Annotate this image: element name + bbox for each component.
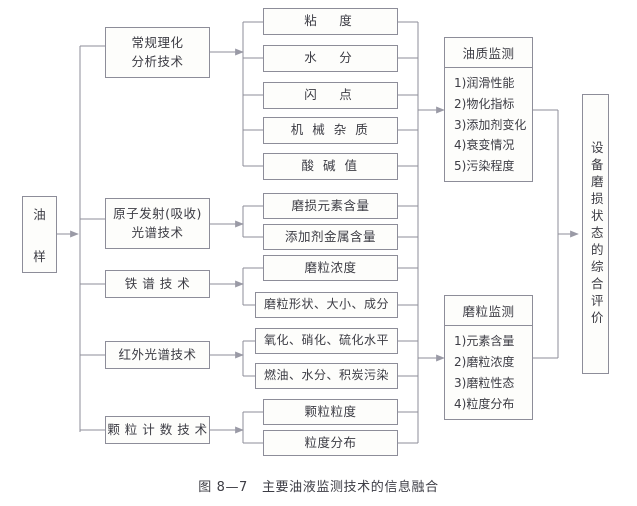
panel-title-oil-quality: 油质监测 — [445, 38, 532, 68]
panel-items-oil-quality: 1)润滑性能 2)物化指标 3)添加剂变化 4)衰变情况 5)污染程度 — [445, 68, 532, 181]
source-box-oil-sample: 油 样 — [22, 196, 57, 273]
parameter-label-mechanical-impurity: 机 械 杂 质 — [290, 122, 371, 138]
technique-box-conventional: 常规理化 分析技术 — [105, 27, 210, 78]
oil-quality-item-5: 5)污染程度 — [454, 158, 515, 173]
figure-caption: 图 8—7 主要油液监测技术的信息融合 — [0, 476, 637, 495]
parameter-box-particle-size: 颗粒粒度 — [263, 399, 398, 425]
technique-label-conventional-line2: 分析技术 — [131, 53, 184, 69]
wear-particle-item-3: 3)磨粒性态 — [454, 375, 515, 390]
parameter-label-fuel-water-soot-contamination: 燃油、水分、积炭污染 — [263, 368, 389, 383]
technique-box-atomic-spectrum: 原子发射(吸收) 光谱技术 — [105, 198, 210, 249]
parameter-label-flash-point: 闪 点 — [304, 87, 357, 103]
wear-particle-item-2: 2)磨粒浓度 — [454, 355, 515, 370]
parameter-box-flash-point: 闪 点 — [263, 82, 398, 109]
parameter-label-acid-base-value: 酸 碱 值 — [301, 158, 360, 174]
figure-number: 图 8—7 — [198, 480, 248, 495]
technique-label-atomic-line1: 原子发射(吸收) — [113, 206, 202, 222]
parameter-box-fuel-water-soot-contamination: 燃油、水分、积炭污染 — [255, 363, 398, 389]
technique-box-particle-count: 颗 粒 计 数 技 术 — [105, 416, 210, 444]
oil-quality-item-4: 4)衰变情况 — [454, 138, 515, 153]
parameter-label-oxidation-nitration-sulfation: 氧化、硝化、硫化水平 — [263, 333, 389, 348]
parameter-box-viscosity: 粘 度 — [263, 8, 398, 35]
parameter-label-water-content: 水 分 — [304, 50, 357, 66]
parameter-label-additive-metal-content: 添加剂金属含量 — [284, 228, 376, 244]
parameter-box-oxidation-nitration-sulfation: 氧化、硝化、硫化水平 — [255, 328, 398, 354]
parameter-box-particle-concentration: 磨粒浓度 — [263, 255, 398, 281]
technique-label-particle-count: 颗 粒 计 数 技 术 — [107, 421, 208, 437]
parameter-box-water-content: 水 分 — [263, 45, 398, 72]
parameter-label-particle-concentration: 磨粒浓度 — [304, 259, 357, 275]
technique-box-ferrography: 铁 谱 技 术 — [105, 270, 210, 298]
parameter-box-additive-metal-content: 添加剂金属含量 — [263, 224, 398, 250]
parameter-box-size-distribution: 粒度分布 — [263, 430, 398, 456]
oil-quality-item-2: 2)物化指标 — [454, 96, 515, 111]
technique-label-conventional-line1: 常规理化 — [131, 35, 184, 51]
oil-quality-item-1: 1)润滑性能 — [454, 76, 515, 91]
figure-caption-text: 主要油液监测技术的信息融合 — [261, 480, 439, 495]
parameter-label-particle-shape-size-composition: 磨粒形状、大小、成分 — [263, 297, 389, 312]
source-label-line1: 油 — [33, 207, 46, 222]
source-label-line2: 样 — [33, 249, 46, 264]
parameter-label-particle-size: 颗粒粒度 — [304, 403, 357, 419]
oil-quality-item-3: 3)添加剂变化 — [454, 117, 527, 132]
panel-oil-quality-monitoring: 油质监测 1)润滑性能 2)物化指标 3)添加剂变化 4)衰变情况 5)污染程度 — [444, 37, 533, 182]
wear-particle-item-1: 1)元素含量 — [454, 334, 515, 349]
panel-title-wear-particle: 磨粒监测 — [445, 296, 532, 326]
evaluation-label: 设备磨损状态的综合评价 — [588, 140, 604, 328]
parameter-label-size-distribution: 粒度分布 — [304, 434, 357, 450]
parameter-box-wear-element-content: 磨损元素含量 — [263, 193, 398, 219]
parameter-box-particle-shape-size-composition: 磨粒形状、大小、成分 — [255, 292, 398, 318]
panel-items-wear-particle: 1)元素含量 2)磨粒浓度 3)磨粒性态 4)粒度分布 — [445, 326, 532, 419]
wear-particle-item-4: 4)粒度分布 — [454, 396, 515, 411]
technique-box-infrared: 红外光谱技术 — [105, 341, 210, 369]
technique-label-ferrography: 铁 谱 技 术 — [124, 275, 191, 291]
parameter-box-acid-base-value: 酸 碱 值 — [263, 153, 398, 180]
parameter-label-viscosity: 粘 度 — [304, 13, 357, 29]
parameter-label-wear-element-content: 磨损元素含量 — [291, 197, 370, 213]
panel-wear-particle-monitoring: 磨粒监测 1)元素含量 2)磨粒浓度 3)磨粒性态 4)粒度分布 — [444, 295, 533, 420]
technique-label-infrared: 红外光谱技术 — [118, 346, 197, 362]
parameter-box-mechanical-impurity: 机 械 杂 质 — [263, 117, 398, 144]
technique-label-atomic-line2: 光谱技术 — [131, 224, 184, 240]
evaluation-box-comprehensive: 设备磨损状态的综合评价 — [582, 94, 609, 374]
